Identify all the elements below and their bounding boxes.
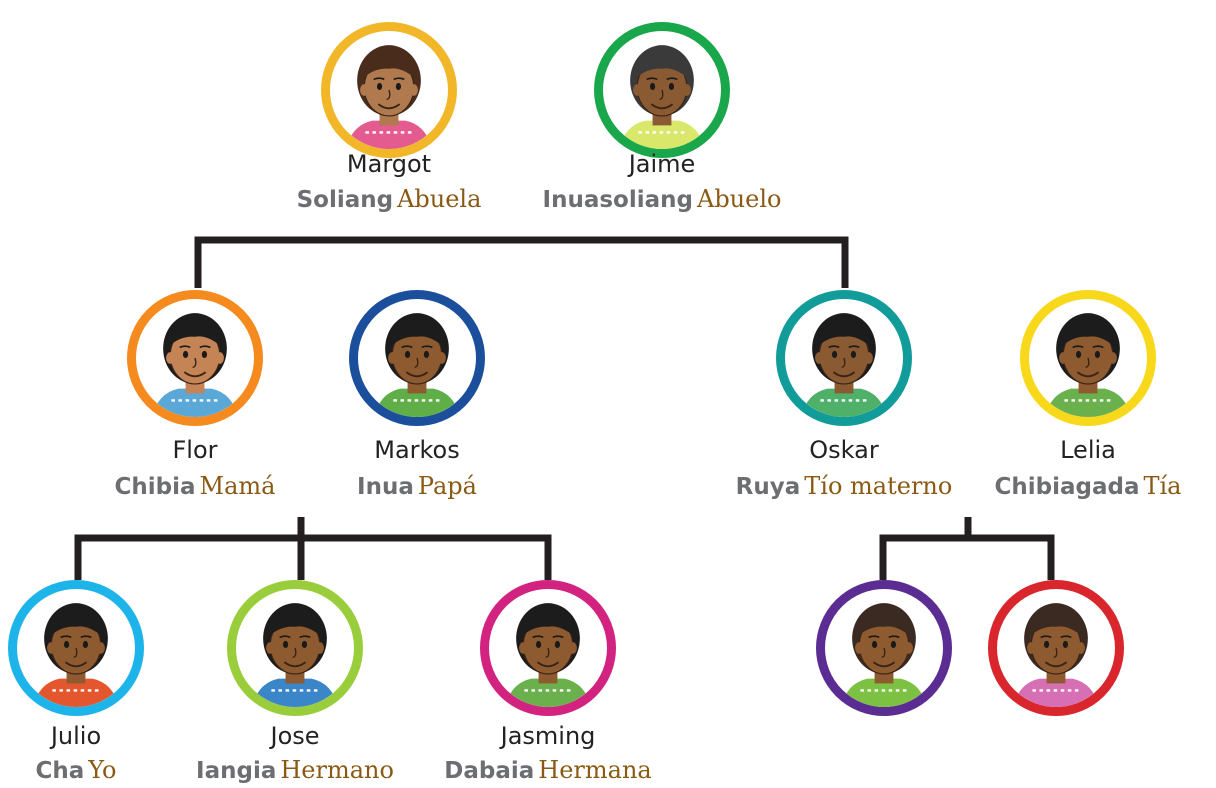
aunt-native-term: Chibiagada xyxy=(994,474,1140,500)
mother-portrait-icon xyxy=(127,290,263,426)
aunt-name: Lelia xyxy=(1060,436,1116,464)
face-drawing xyxy=(801,313,887,417)
self-native-term: Cha xyxy=(35,758,85,784)
self-name: Julio xyxy=(50,722,102,750)
brother-native-term: Iangia xyxy=(196,758,277,784)
grandmother-name: Margot xyxy=(346,150,432,178)
mother-relation: Chibia Mamá xyxy=(60,472,330,500)
mother-name: Flor xyxy=(172,436,218,464)
cousin-2-portrait-icon xyxy=(988,580,1124,716)
grandmother-spanish-term: Abuela xyxy=(397,185,482,213)
uncle-native-term: Ruya xyxy=(735,474,801,500)
face-drawing xyxy=(152,313,238,417)
aunt-relation: Chibiagada Tía xyxy=(953,472,1216,500)
mother-spanish-term: Mamá xyxy=(199,472,276,500)
mother-native-term: Chibia xyxy=(114,474,196,500)
uncle-name: Oskar xyxy=(809,436,879,464)
cousin-1-portrait-icon xyxy=(816,580,952,716)
aunt-portrait-icon xyxy=(1020,290,1156,426)
sister-native-term: Dabaia xyxy=(444,758,535,784)
grandfather-spanish-term: Abuelo xyxy=(696,185,782,213)
face-drawing xyxy=(505,603,591,707)
self-portrait-icon xyxy=(8,580,144,716)
sister-spanish-term: Hermana xyxy=(538,756,652,784)
connector-parents-siblings xyxy=(74,517,552,580)
face-drawing xyxy=(374,313,460,417)
sister-name: Jasming xyxy=(500,722,596,750)
self-relation: Cha Yo xyxy=(0,756,211,784)
uncle-relation: Ruya Tío materno xyxy=(709,472,979,500)
face-drawing xyxy=(1013,603,1099,707)
father-relation: Inua Papá xyxy=(282,472,552,500)
father-name: Markos xyxy=(374,436,460,464)
face-drawing xyxy=(346,45,432,149)
father-spanish-term: Papá xyxy=(417,472,477,500)
face-drawing xyxy=(619,45,705,149)
grandfather-portrait-icon xyxy=(594,22,730,158)
grandfather-native-term: Inuasoliang xyxy=(542,187,693,213)
father-portrait-icon xyxy=(349,290,485,426)
face-drawing xyxy=(1045,313,1131,417)
face-drawing xyxy=(252,603,338,707)
grandfather-relation: Inuasoliang Abuelo xyxy=(527,185,797,213)
uncle-portrait-icon xyxy=(776,290,912,426)
uncle-spanish-term: Tío materno xyxy=(804,472,953,500)
sister-portrait-icon xyxy=(480,580,616,716)
brother-portrait-icon xyxy=(227,580,363,716)
face-drawing xyxy=(841,603,927,707)
sister-relation: Dabaia Hermana xyxy=(413,756,683,784)
connector-grandparents-children xyxy=(194,236,849,288)
connector-aunt-cousins xyxy=(879,517,1055,580)
grandmother-native-term: Soliang xyxy=(296,187,394,213)
face-drawing xyxy=(33,603,119,707)
brother-spanish-term: Hermano xyxy=(280,756,394,784)
grandmother-relation: Soliang Abuela xyxy=(254,185,524,213)
aunt-spanish-term: Tía xyxy=(1143,472,1182,500)
brother-name: Jose xyxy=(270,722,320,750)
grandfather-name: Jaime xyxy=(628,150,696,178)
brother-relation: Iangia Hermano xyxy=(160,756,430,784)
self-spanish-term: Yo xyxy=(88,756,117,784)
father-native-term: Inua xyxy=(357,474,414,500)
grandmother-portrait-icon xyxy=(321,22,457,158)
